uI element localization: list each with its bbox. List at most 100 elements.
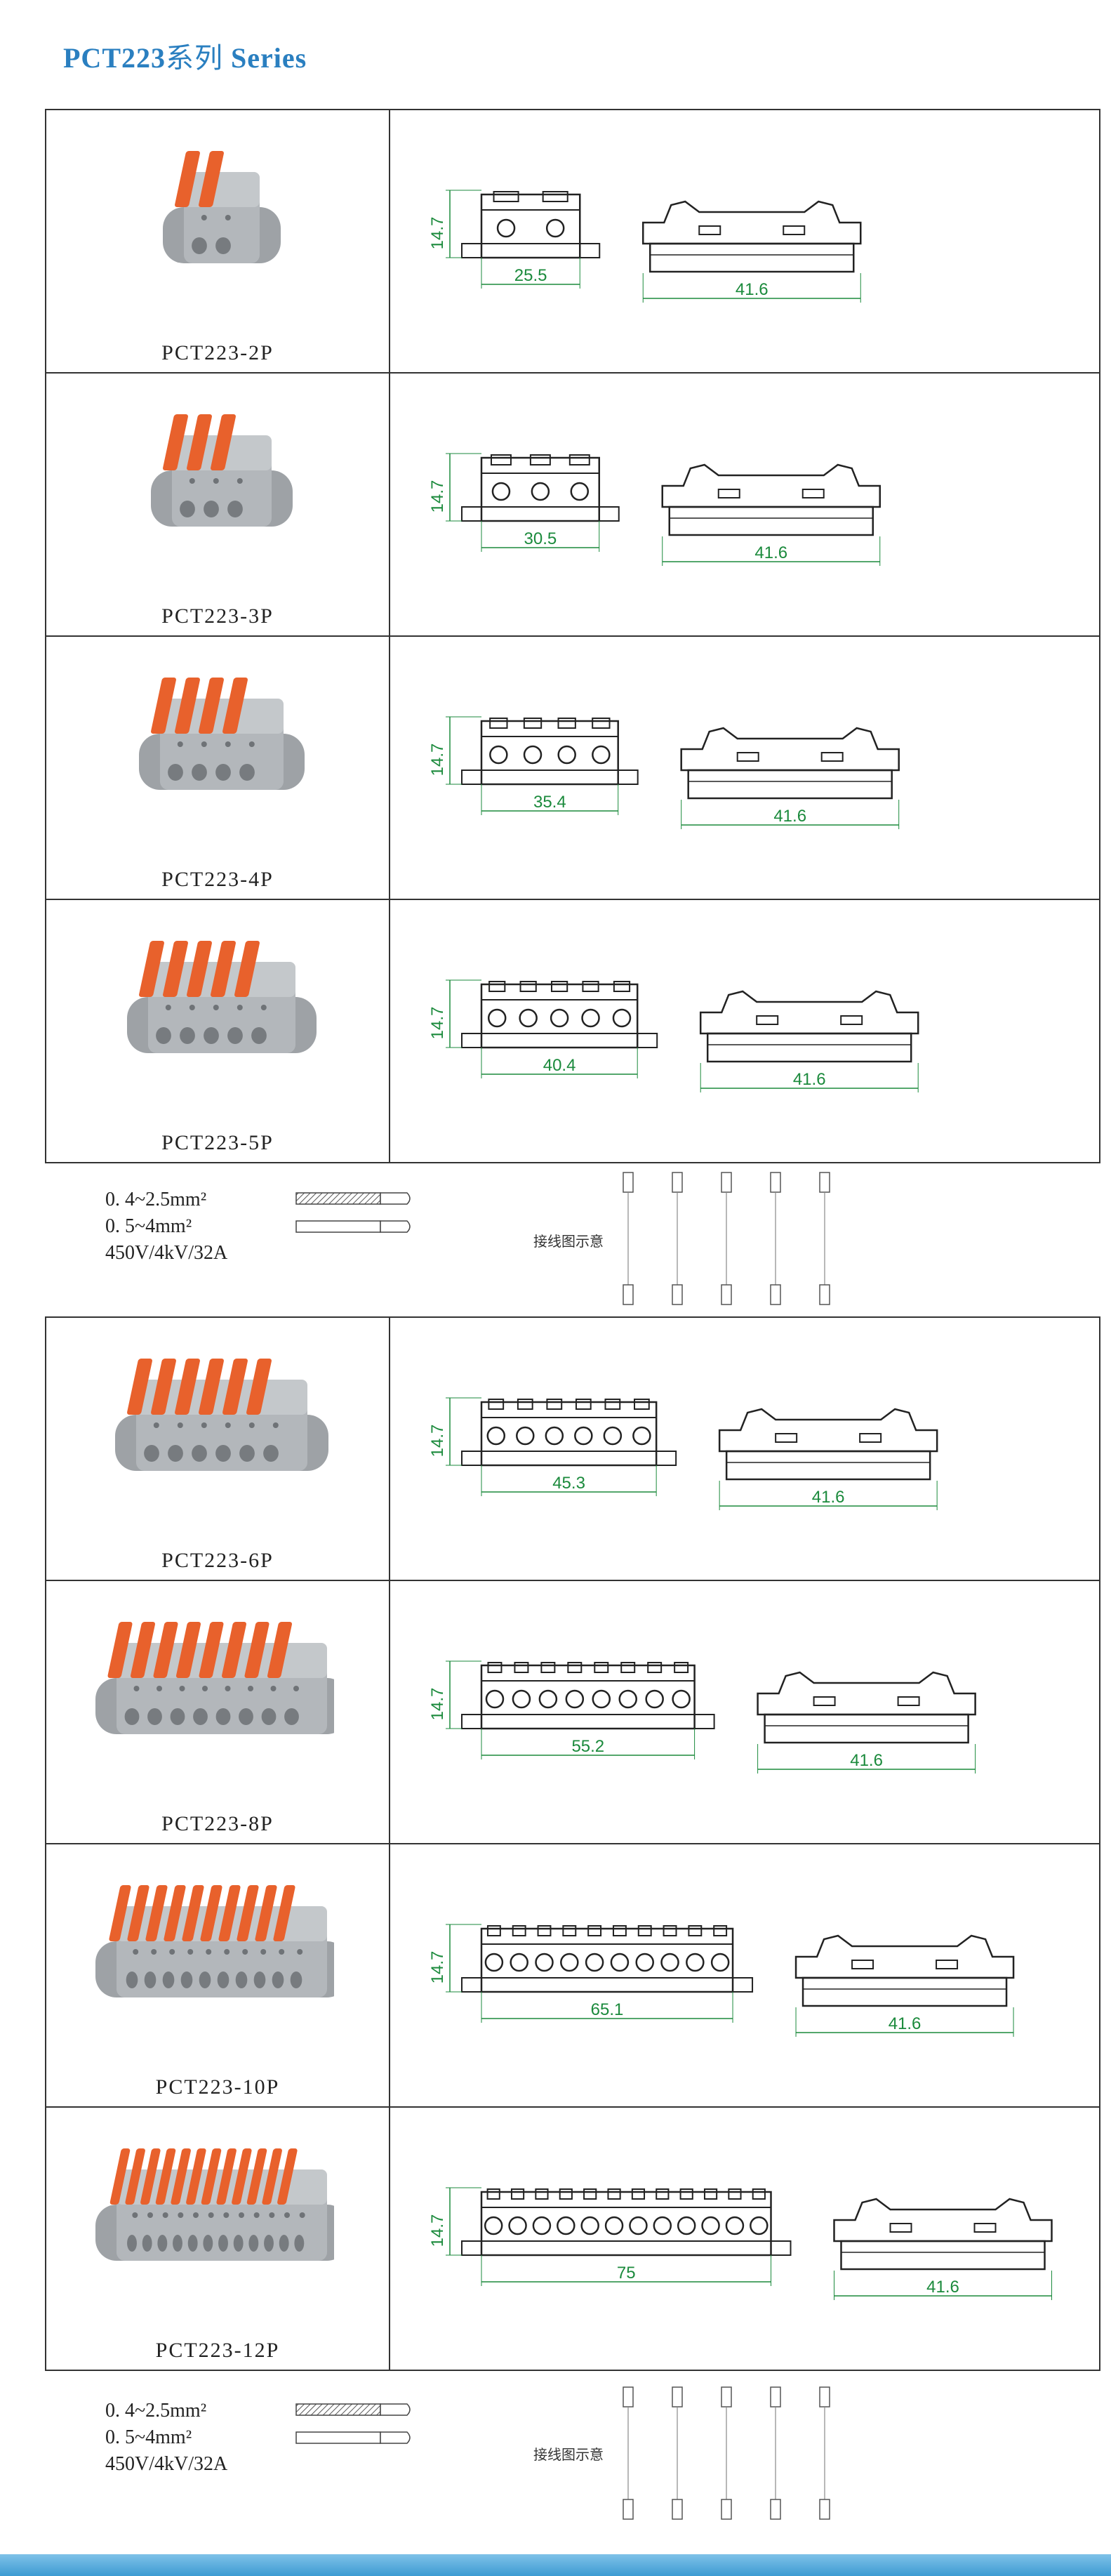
product-photo-cell: PCT223-8P: [45, 1580, 390, 1844]
lever-slot: [489, 718, 508, 729]
test-hole: [299, 2212, 305, 2218]
terminal-bottom: [819, 1284, 830, 1305]
wire-hole: [294, 2235, 305, 2252]
side-view: [642, 200, 862, 273]
lever: [273, 1885, 295, 1941]
test-hole: [269, 2212, 275, 2218]
side-base: [706, 1032, 912, 1063]
terminal-top: [672, 2386, 683, 2407]
wire-hole: [531, 482, 550, 501]
lever: [163, 414, 188, 470]
side-outline: [642, 200, 862, 245]
lever: [109, 1885, 131, 1941]
stranded-wire-icon: [295, 1192, 381, 1205]
spec-wire-stranded: 0. 4~2.5mm²: [105, 2400, 207, 2422]
test-hole: [223, 2212, 229, 2218]
lever-slot: [493, 191, 519, 202]
lever-slot: [559, 2188, 573, 2200]
lever: [222, 678, 248, 734]
wire-hole: [253, 1971, 266, 1988]
lever: [255, 1885, 277, 1941]
wire-hole: [592, 1689, 611, 1709]
side-outline: [794, 1934, 1015, 1979]
front-view: [461, 981, 658, 1049]
side-view: [699, 990, 919, 1063]
test-hole: [179, 1686, 185, 1691]
wire-hole: [635, 1953, 654, 1972]
wire-hole: [127, 2235, 137, 2252]
test-hole: [225, 215, 231, 220]
side-outline: [757, 1671, 976, 1716]
lever-slot: [535, 2188, 549, 2200]
depth-label: 41.6: [793, 1070, 826, 1089]
wire-hole: [484, 2216, 503, 2235]
front-body: [480, 1401, 658, 1467]
wire-hole: [218, 2235, 228, 2252]
side-outline: [718, 1408, 938, 1453]
lever: [127, 1885, 149, 1941]
test-hole: [248, 1422, 255, 1428]
connector-illustration: [115, 1359, 328, 1471]
lever-slot: [582, 981, 599, 992]
terminal-top: [770, 2386, 781, 2407]
terminal-bottom: [819, 2499, 830, 2520]
width-label: 35.4: [533, 793, 566, 812]
side-view: [680, 727, 900, 800]
width-label: 45.3: [552, 1474, 585, 1493]
wire-hole: [192, 764, 207, 781]
lever-slot: [542, 191, 568, 202]
test-hole: [225, 741, 231, 747]
wire-hole: [284, 1708, 299, 1725]
test-hole: [297, 1949, 303, 1955]
lever-slot: [612, 1925, 627, 1936]
lever-slot: [514, 1662, 529, 1673]
side-base: [764, 1713, 969, 1744]
wire-hole: [535, 1953, 554, 1972]
front-view: [461, 718, 639, 786]
lever: [200, 1885, 222, 1941]
lever-slot: [540, 1662, 556, 1673]
spec-wire-stranded: 0. 4~2.5mm²: [105, 1189, 207, 1210]
test-hole: [213, 478, 219, 484]
lever-slot: [517, 1399, 533, 1410]
wire-hole: [487, 1008, 507, 1028]
lever: [139, 941, 164, 997]
wire-hole: [604, 2216, 624, 2235]
test-hole: [260, 1949, 267, 1955]
wire-hole: [725, 2216, 745, 2235]
wire-hole: [485, 1689, 505, 1709]
side-view: [833, 2198, 1053, 2271]
test-hole: [202, 1686, 208, 1691]
front-plate: [461, 770, 639, 785]
wire-hole: [144, 1445, 159, 1462]
terminal-bottom: [770, 2499, 781, 2520]
lever: [199, 1622, 224, 1678]
lever: [109, 2148, 131, 2205]
terminal-top: [721, 2386, 732, 2407]
side-base: [649, 242, 855, 273]
lever: [277, 2148, 298, 2205]
title-code: PCT223: [63, 42, 166, 74]
terminal-top: [770, 1172, 781, 1193]
dimension-drawing: 14.765.141.6: [428, 1924, 1015, 2037]
dimension-drawing: 14.745.341.6: [428, 1397, 938, 1510]
lever-slot: [679, 2188, 693, 2200]
terminal-bottom: [672, 2499, 683, 2520]
product-photo-cell: PCT223-2P: [45, 109, 390, 374]
wire-hole: [215, 237, 231, 254]
wire-hole: [632, 1426, 651, 1446]
product-photo-cell: PCT223-3P: [45, 372, 390, 637]
wiring-label-2: 接线图示意: [533, 2446, 604, 2463]
lever-slot: [512, 1925, 526, 1936]
width-label: 55.2: [571, 1737, 604, 1756]
height-label: 14.7: [428, 744, 447, 777]
wire-hole: [168, 764, 183, 781]
side-base: [687, 769, 893, 800]
